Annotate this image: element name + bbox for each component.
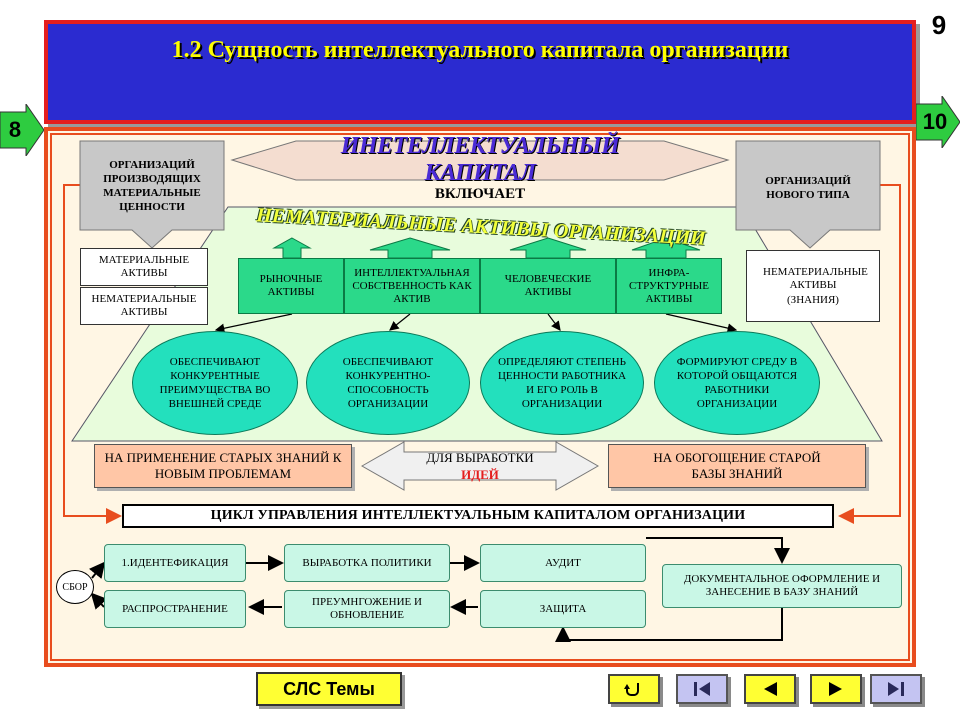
topics-button[interactable]: СЛС Темы bbox=[256, 672, 402, 706]
ideas-arrow-text: ДЛЯ ВЫРАБОТКИ ИДЕЙ bbox=[404, 448, 556, 484]
step-documentation: ДОКУМЕНТАЛЬНОЕ ОФОРМЛЕНИЕ И ЗАНЕСЕНИЕ В … bbox=[662, 564, 902, 608]
intangible-assets-box: НЕМАТЕРИАЛЬНЫЕ АКТИВЫ bbox=[80, 287, 208, 325]
arrow-right-icon bbox=[916, 96, 960, 148]
last-slide-button[interactable] bbox=[870, 674, 922, 704]
intangible-knowledge-box: НЕМАТЕРИАЛЬНЫЕ АКТИВЫ (ЗНАНИЯ) bbox=[746, 250, 880, 322]
title-bar bbox=[44, 20, 916, 124]
return-icon bbox=[624, 683, 639, 696]
previous-icon bbox=[764, 682, 777, 696]
last-slide-icon bbox=[888, 682, 904, 696]
cycle-title: ЦИКЛ УПРАВЛЕНИЯ ИНТЕЛЛЕКТУАЛЬНЫМ КАПИТАЛ… bbox=[122, 504, 834, 528]
market-assets-box: РЫНОЧНЫЕ АКТИВЫ bbox=[238, 258, 344, 314]
prev-slide-number: 8 bbox=[8, 117, 22, 142]
oval-competitiveness: ОБЕСПЕЧИВАЮТ КОНКУРЕНТНО-СПОСОБНОСТЬ ОРГ… bbox=[306, 331, 470, 435]
oval-competitive-advantage: ОБЕСПЕЧИВАЮТ КОНКУРЕНТНЫЕ ПРЕИМУЩЕСТВА В… bbox=[132, 331, 298, 435]
includes-label: ВКЛЮЧАЕТ bbox=[434, 185, 526, 202]
step-multiplication: ПРЕУМНГОЖЕНИЕ И ОБНОВЛЕНИЕ bbox=[284, 590, 450, 628]
old-knowledge-box: НА ПРИМЕНЕНИЕ СТАРЫХ ЗНАНИЙ К НОВЫМ ПРОБ… bbox=[94, 444, 352, 488]
page-title: 1.2 Сущность интеллектуального капитала … bbox=[171, 36, 789, 63]
intangible-knowledge-label: НЕМАТЕРИАЛЬНЫЕ АКТИВЫ bbox=[763, 265, 868, 291]
step-distribution: РАСПРОСТРАНЕНИЕ bbox=[104, 590, 246, 628]
ideas-line1: ДЛЯ ВЫРАБОТКИ bbox=[426, 450, 534, 465]
oval-employee-value: ОПРЕДЕЛЯЮТ СТЕПЕНЬ ЦЕННОСТИ РАБОТНИКА И … bbox=[480, 331, 644, 435]
page-number: 9 bbox=[931, 9, 947, 40]
step-identification: 1.ИДЕНТЕФИКАЦИЯ bbox=[104, 544, 246, 582]
new-type-organizations-callout: ОРГАНИЗАЦИЙ НОВОГО ТИПА bbox=[765, 175, 851, 201]
material-organizations-callout: ОРГАНИЗАЦИЙ ПРОИЗВОДЯЩИХ МАТЕРИАЛЬНЫЕ ЦЕ… bbox=[103, 159, 201, 213]
next-button[interactable] bbox=[810, 674, 862, 704]
intellectual-property-box: ИНТЕЛЛЕКТУАЛЬНАЯ СОБСТВЕННОСТЬ КАК АКТИВ bbox=[344, 258, 480, 314]
material-assets-box: МАТЕРИАЛЬНЫЕ АКТИВЫ bbox=[80, 248, 208, 286]
ideas-line2: ИДЕЙ bbox=[461, 467, 499, 482]
next-slide-arrow[interactable]: 10 bbox=[916, 96, 960, 148]
first-slide-icon bbox=[694, 682, 710, 696]
arrow-right-icon bbox=[0, 104, 44, 156]
enrich-knowledge-box: НА ОБОГОЩЕНИЕ СТАРОЙ БАЗЫ ЗНАНИЙ bbox=[608, 444, 866, 488]
diagram-inner-frame bbox=[50, 133, 910, 661]
next-icon bbox=[829, 682, 842, 696]
first-slide-button[interactable] bbox=[676, 674, 728, 704]
return-button[interactable] bbox=[608, 674, 660, 704]
infrastructure-assets-box: ИНФРА-СТРУКТУРНЫЕ АКТИВЫ bbox=[616, 258, 722, 314]
step-policy: ВЫРАБОТКА ПОЛИТИКИ bbox=[284, 544, 450, 582]
step-protection: ЗАЩИТА bbox=[480, 590, 646, 628]
knowledge-label: (ЗНАНИЯ) bbox=[787, 293, 839, 306]
prev-slide-arrow[interactable]: 8 bbox=[0, 104, 44, 156]
previous-button[interactable] bbox=[744, 674, 796, 704]
step-audit: АУДИТ bbox=[480, 544, 646, 582]
human-assets-box: ЧЕЛОВЕЧЕСКИЕ АКТИВЫ bbox=[480, 258, 616, 314]
next-slide-number: 10 bbox=[922, 109, 948, 134]
oval-communication-environment: ФОРМИРУЮТ СРЕДУ В КОТОРОЙ ОБЩАЮТСЯ РАБОТ… bbox=[654, 331, 820, 435]
intellectual-capital-banner: ИНЕТЕЛЛЕКТУАЛЬНЫЙ КАПИТАЛ bbox=[340, 133, 620, 186]
collection-circle: СБОР bbox=[56, 570, 94, 604]
